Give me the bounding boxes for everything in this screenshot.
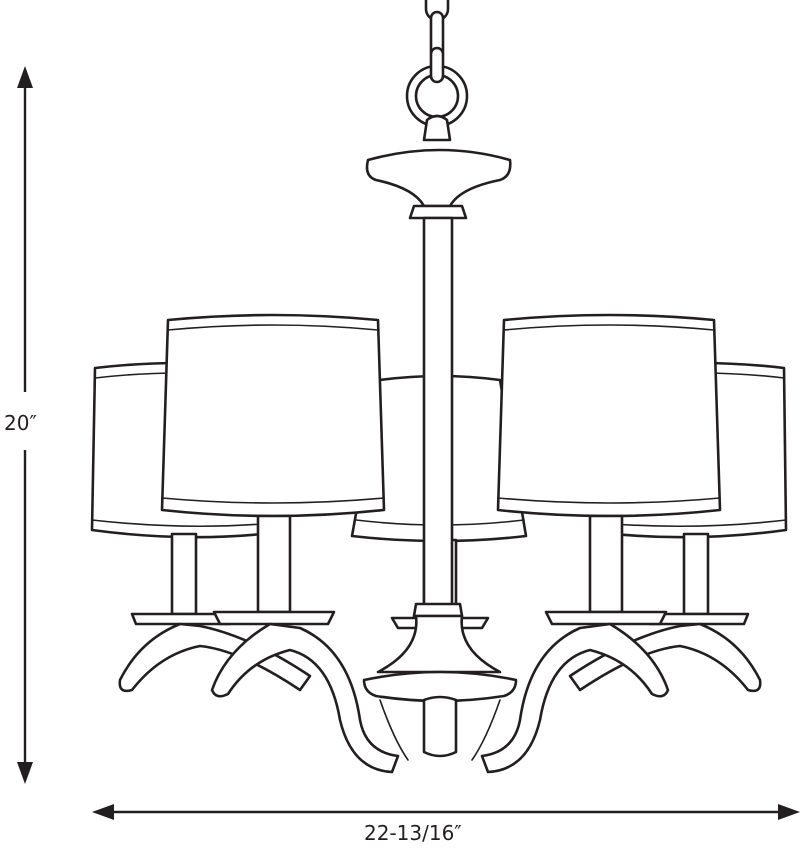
arm-front-right — [480, 622, 670, 774]
candle-back-left — [170, 532, 198, 616]
arm-inner-right — [471, 699, 501, 761]
shade-front-right-trim-top — [503, 324, 715, 331]
stem-assembly — [365, 114, 512, 618]
center-bowl — [362, 670, 518, 703]
width-dimension: 22-13/16″ — [92, 804, 800, 845]
candle-front-right — [588, 514, 624, 614]
center-body — [362, 614, 518, 758]
canopy-finial — [422, 114, 452, 142]
height-dimension: 20″ — [4, 66, 37, 784]
cup-front-left — [212, 610, 336, 626]
shade-front-left-trim-bottom — [161, 497, 385, 504]
candle-back-right — [682, 532, 710, 616]
shade-front-left-trim-top — [167, 324, 379, 331]
chain — [405, 0, 469, 128]
height-arrow-bottom-icon — [17, 762, 33, 784]
front-arms — [210, 514, 670, 774]
chain-link-3 — [429, 46, 445, 84]
arm-front-left — [210, 622, 400, 774]
shade-back-right-trim-bottom — [613, 519, 787, 528]
canopy — [365, 148, 512, 208]
width-arrow-left-icon — [92, 804, 114, 820]
center-bowl-neck — [376, 614, 502, 674]
center-finial — [422, 695, 458, 758]
width-label: 22-13/16″ — [364, 821, 462, 845]
height-label: 20″ — [4, 411, 37, 435]
stem-collar-bottom — [412, 602, 464, 618]
cup-front-right — [544, 610, 668, 626]
candle-front-left — [256, 514, 292, 614]
shade-back-left-trim-bottom — [91, 519, 263, 528]
width-arrow-right-icon — [778, 804, 800, 820]
height-arrow-top-icon — [17, 66, 33, 88]
shade-front-left — [160, 313, 386, 518]
shade-front-right-trim-bottom — [497, 497, 721, 504]
stem — [422, 216, 454, 610]
front-shades — [160, 313, 722, 518]
shade-front-right — [496, 313, 722, 518]
arm-inner-left — [379, 699, 409, 761]
stem-collar-top — [408, 204, 468, 220]
